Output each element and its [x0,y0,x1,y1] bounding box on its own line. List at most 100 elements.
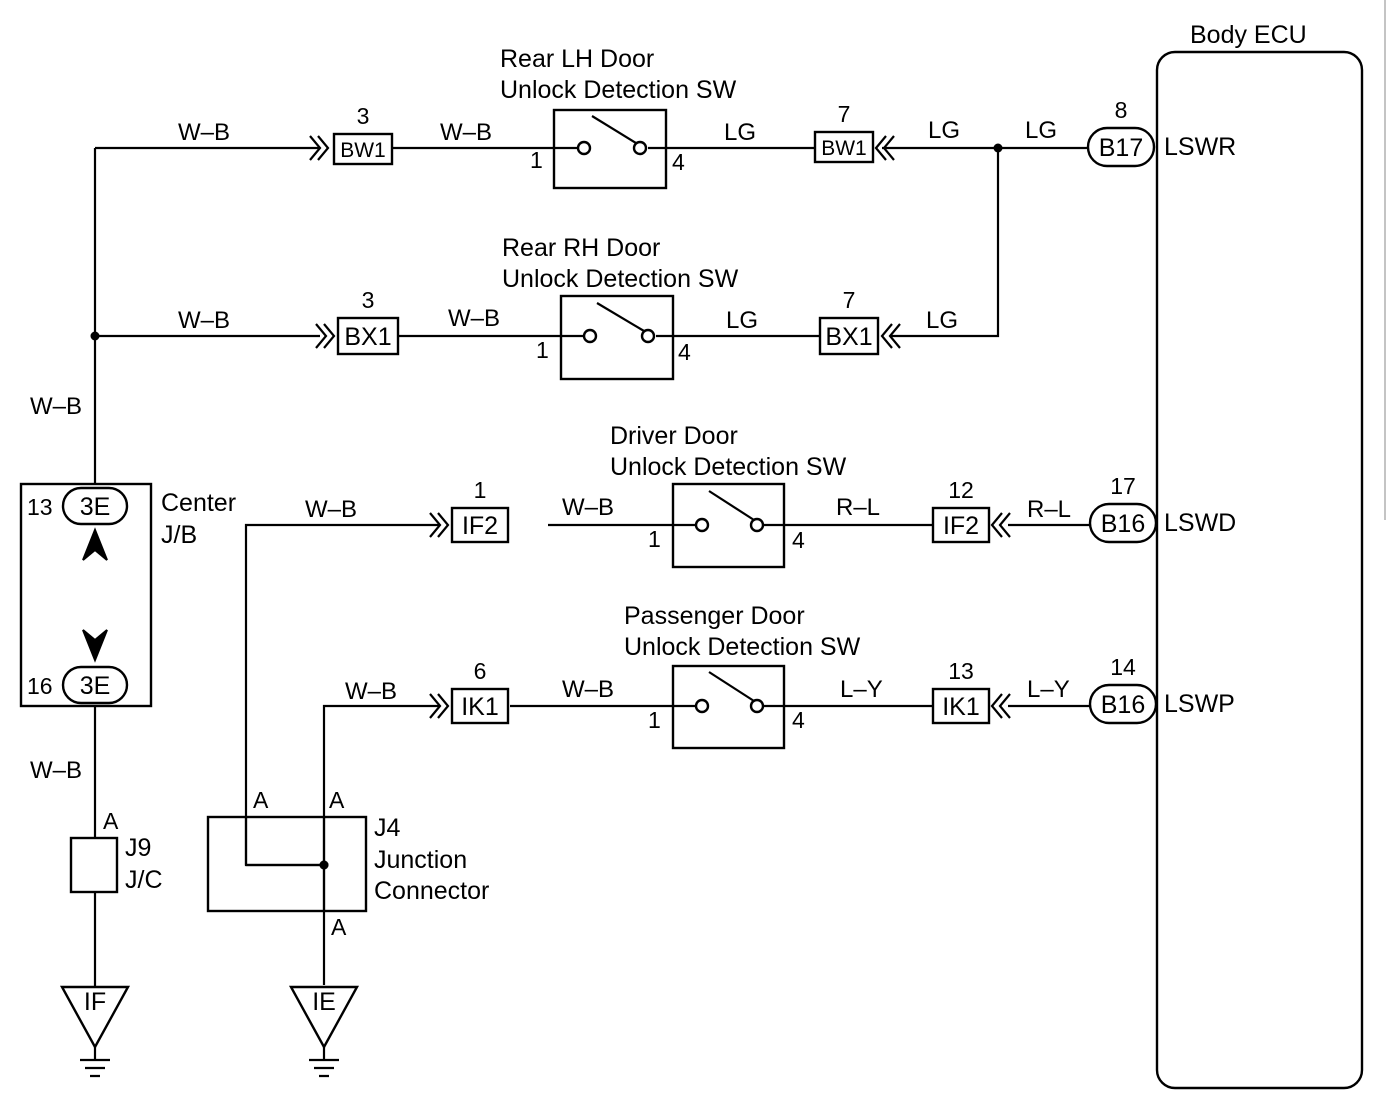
connector-if2-in-code: IF2 [462,512,498,540]
connector-bw1-out: BW1 7 [813,101,895,164]
switch-passenger-title-1: Passenger Door [624,602,805,630]
j4-pin-right: A [329,787,345,813]
switch-rear-lh: Rear LH Door Unlock Detection SW 1 4 [500,45,737,190]
splice-dot-wb [90,331,100,341]
wire-label-wb-2: W–B [440,119,492,146]
connector-bw1-out-pin: 7 [838,101,851,127]
wire-label-wb-ground: W–B [30,757,82,784]
ground-ie: IE [288,985,360,1078]
connector-ik1-out-code: IK1 [942,693,980,721]
ecu-connector-b17-pin: 8 [1115,97,1128,123]
switch-rear-rh-title-2: Unlock Detection SW [502,265,739,293]
wire-label-rl-2: R–L [1027,496,1071,523]
j4-code: J4 [374,814,401,842]
wire-label-lg-5: LG [926,307,958,334]
connector-if2-out-code: IF2 [943,512,979,540]
switch-passenger: Passenger Door Unlock Detection SW 1 4 [624,602,861,750]
wire-label-wb-6: W–B [562,494,614,521]
wire-label-wb-1: W–B [178,119,230,146]
center-jb-bottom-connector: 3E [80,672,111,700]
wire-label-rl-1: R–L [836,494,880,521]
body-ecu-box [1155,50,1364,1090]
junction-connector-j4: A A A J4 Junction Connector [206,787,489,940]
switch-passenger-title-2: Unlock Detection SW [624,633,861,661]
wires [93,146,1090,987]
ecu-terminal-lswr: LSWR [1164,133,1236,161]
switch-driver-pin-4: 4 [792,527,805,553]
ground-if: IF [59,985,131,1078]
connector-ik1-out: IK1 13 [931,658,1011,725]
switch-rear-lh-pin-4: 4 [672,149,685,175]
wire-label-wb-5: W–B [305,496,357,523]
wire-label-lg-2: LG [928,117,960,144]
ground-ie-code: IE [312,988,336,1016]
connector-bw1-in-code: BW1 [340,139,386,162]
center-jb-label-1: Center [161,489,236,517]
j4-label-3: Connector [374,877,489,905]
ground-if-triangle [59,985,131,1050]
j9-type: J/C [125,866,163,894]
center-junction-block: 3E 13 3E 16 Center J/B [19,482,236,708]
wire-label-wb-trunk: W–B [30,393,82,420]
switch-driver: Driver Door Unlock Detection SW 1 4 [610,422,847,569]
center-jb-label-2: J/B [161,521,197,549]
wire-labels: W–B W–B LG LG LG W–B W–B LG LG W–B W–B W… [30,117,1071,784]
body-ecu: Body ECU LSWR LSWD LSWP [1155,21,1364,1090]
wire-label-ly-2: L–Y [1027,676,1070,703]
center-jb-top-pin: 13 [27,494,53,520]
connector-ik1-in-pin: 6 [474,658,487,684]
wire-label-ly-1: L–Y [840,676,883,703]
connector-ik1-in-code: IK1 [461,693,499,721]
switch-passenger-pin-1: 1 [648,707,661,733]
switch-rear-rh: Rear RH Door Unlock Detection SW 1 4 [502,234,739,381]
center-jb-top-connector: 3E [80,493,111,521]
switch-passenger-pin-4: 4 [792,707,805,733]
switch-rear-rh-pin-4: 4 [678,339,691,365]
ground-icon [80,1047,110,1078]
wire-label-wb-7: W–B [345,678,397,705]
connector-bw1-out-code: BW1 [821,137,867,160]
connector-bx1-in-code: BX1 [344,323,391,351]
ground-ie-triangle [288,985,360,1050]
ecu-connector-b16-lswd: B16 17 [1088,473,1158,544]
ground-icon [309,1047,339,1078]
switch-rear-lh-pin-1: 1 [530,147,543,173]
ecu-connector-b16-lswp-pin: 14 [1110,654,1136,680]
connector-ik1-out-pin: 13 [948,658,974,684]
connector-if2-in-pin: 1 [474,477,487,503]
wire-label-lg-3: LG [1025,117,1057,144]
connector-bx1-in-pin: 3 [362,287,375,313]
switch-driver-title-2: Unlock Detection SW [610,453,847,481]
center-jb-bottom-pin: 16 [27,673,53,699]
body-ecu-title: Body ECU [1190,21,1307,49]
connector-bx1-in: BX1 3 [315,287,400,356]
connector-if2-out: IF2 12 [931,477,1011,544]
splice-dot-lg [993,143,1003,153]
wire-label-lg-4: LG [726,307,758,334]
switch-driver-title-1: Driver Door [610,422,738,450]
ecu-connector-b16-lswd-pin: 17 [1110,473,1136,499]
ecu-connector-b16-lswp: B16 14 [1088,654,1158,725]
junction-connector-j9: A J9 J/C [69,808,163,894]
j9-pin: A [103,808,119,834]
ecu-connector-b16-lswp-code: B16 [1101,691,1145,719]
connector-ik1-in: IK1 6 [429,658,510,725]
connector-bx1-out-pin: 7 [843,287,856,313]
ecu-connector-b16-lswd-code: B16 [1101,510,1145,538]
connector-bx1-out: BX1 7 [818,287,901,356]
switch-rear-lh-title-2: Unlock Detection SW [500,76,737,104]
arrow-down-icon [82,629,108,663]
connector-bx1-out-code: BX1 [825,323,872,351]
connector-if2-in: IF2 1 [429,477,510,544]
switch-rear-rh-title-1: Rear RH Door [502,234,660,262]
ecu-connector-b17-code: B17 [1099,134,1143,162]
j4-label-2: Junction [374,846,467,874]
ground-if-code: IF [84,988,106,1016]
ecu-connector-b17: B17 8 [1086,97,1156,168]
connector-bw1-in: BW1 3 [309,103,394,166]
switch-rear-lh-title-1: Rear LH Door [500,45,654,73]
ecu-terminal-lswp: LSWP [1164,690,1235,718]
switch-driver-pin-1: 1 [648,526,661,552]
switch-rear-rh-pin-1: 1 [536,337,549,363]
